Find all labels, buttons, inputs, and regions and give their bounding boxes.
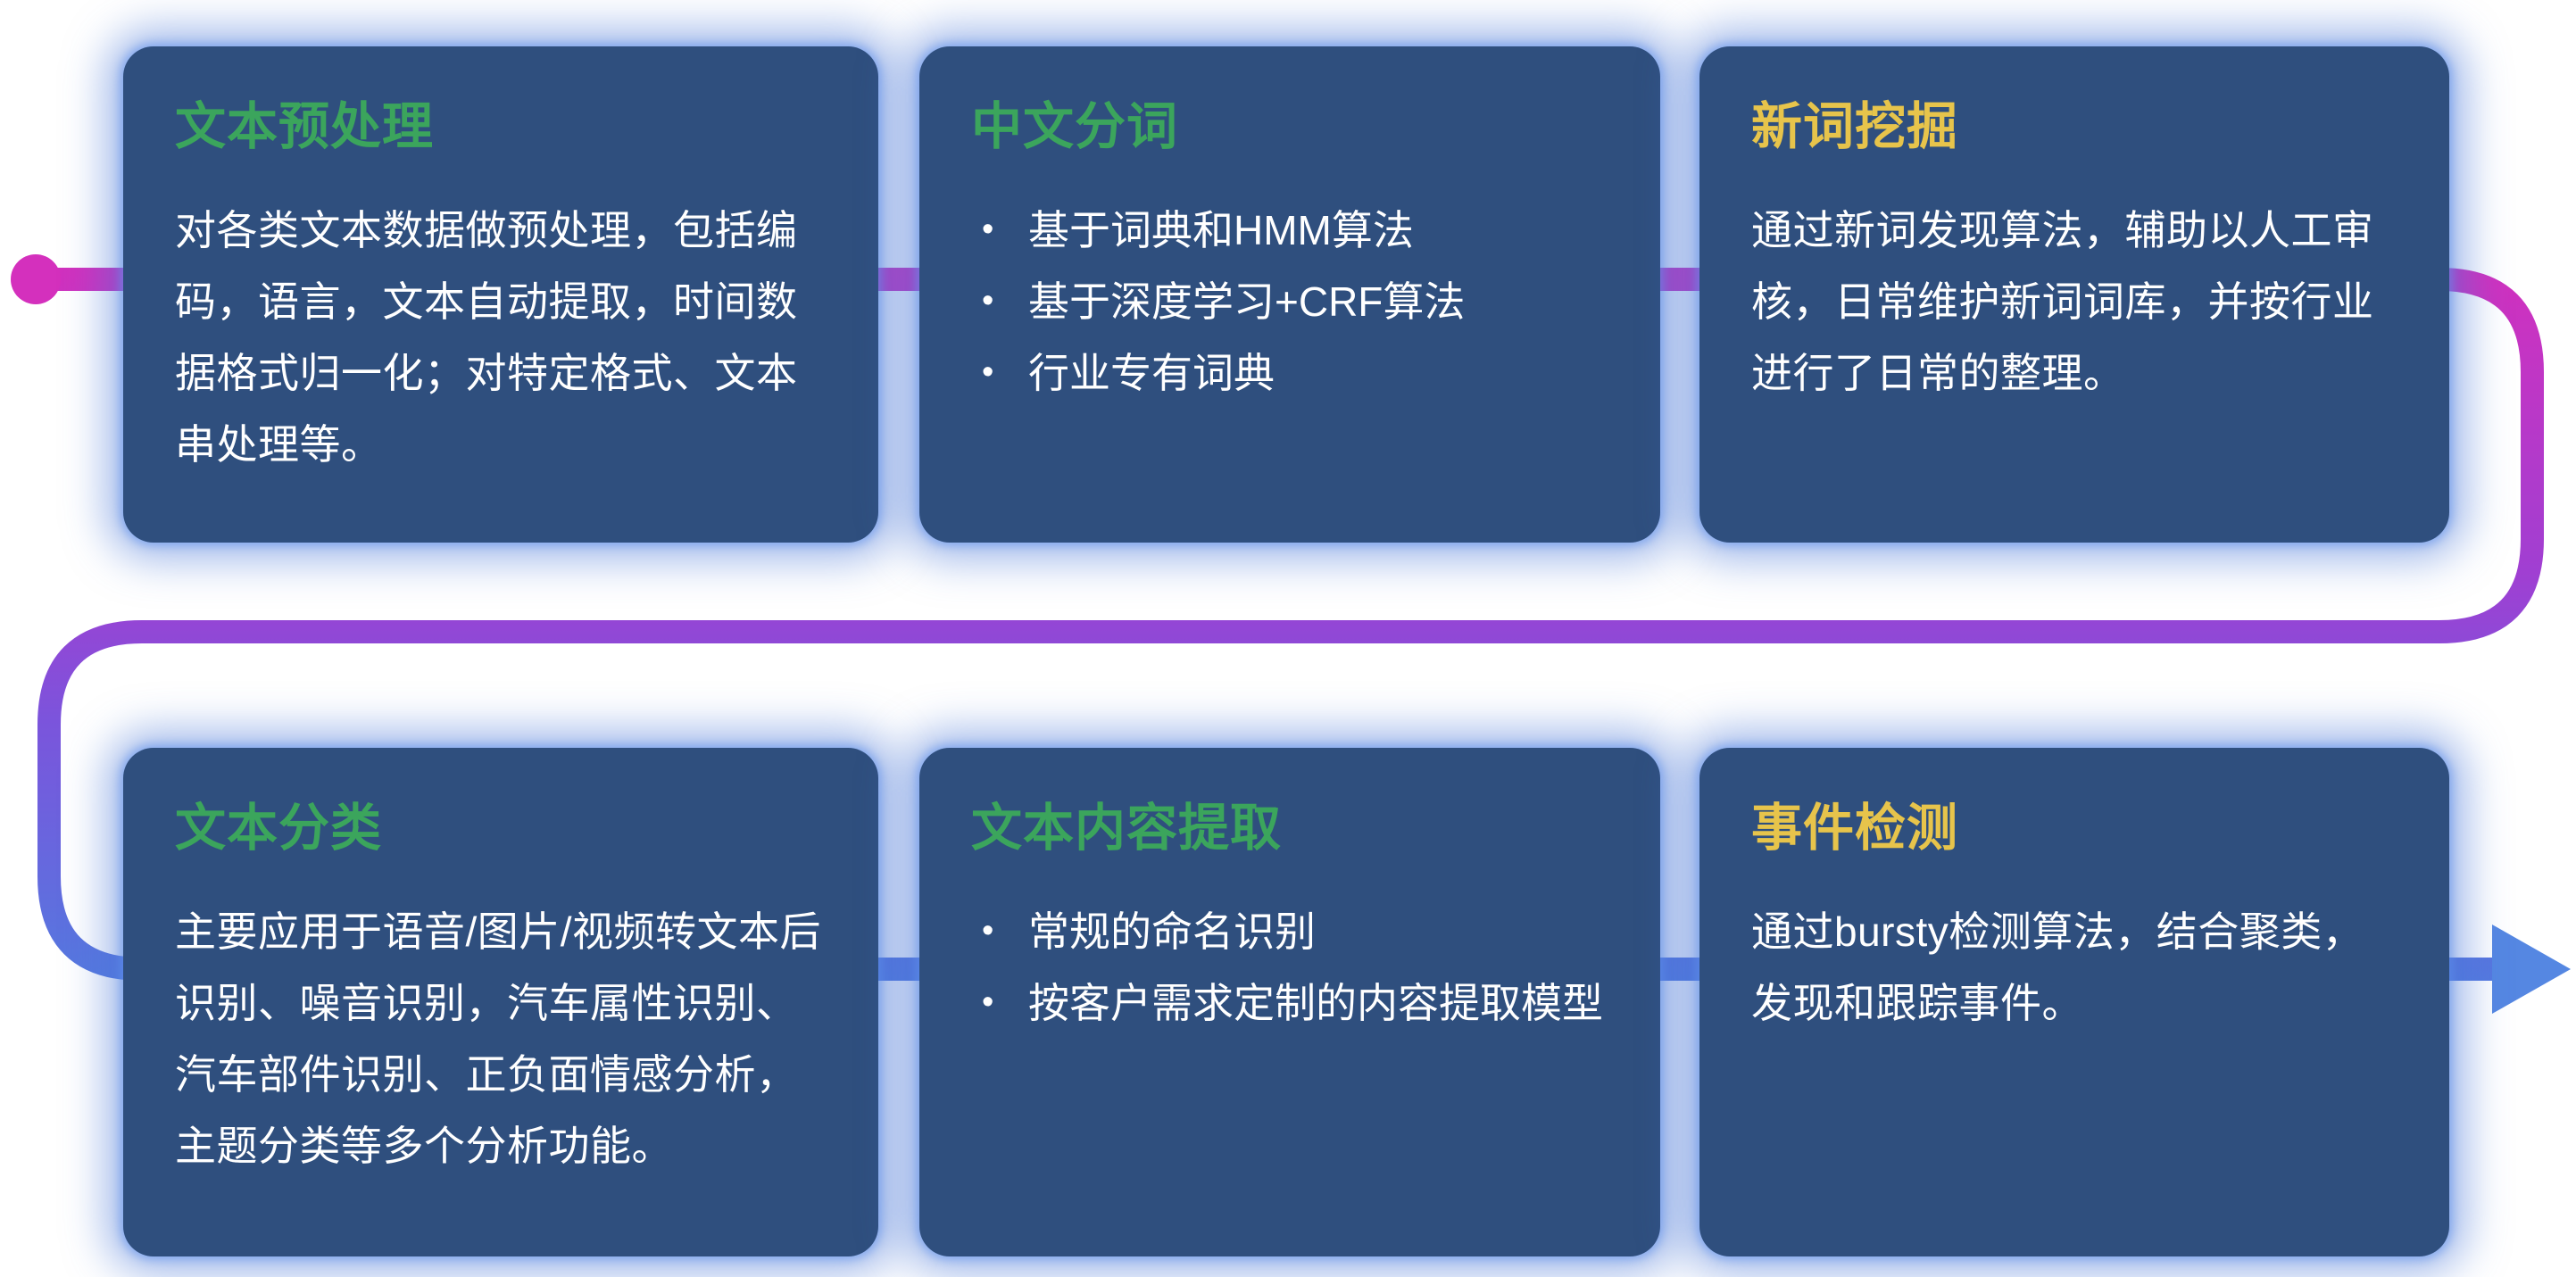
- card-body: 主要应用于语音/图片/视频转文本后识别、噪音识别，汽车属性识别、汽车部件识别、正…: [175, 908, 822, 1170]
- bullet-text: 常规的命名识别: [1028, 908, 1316, 956]
- card-body: 通过bursty检测算法，结合聚类，发现和跟踪事件。: [1751, 908, 2364, 1027]
- bullet-text: 基于词典和HMM算法: [1028, 207, 1414, 254]
- bullet-item: • 行业专有词典: [971, 337, 1608, 409]
- card-text-classification: 文本分类 主要应用于语音/图片/视频转文本后识别、噪音识别，汽车属性识别、汽车部…: [123, 748, 878, 1256]
- bullet-icon: •: [982, 912, 994, 950]
- card-title: 新词挖掘: [1751, 98, 1958, 155]
- flow-arrowhead-icon: [2492, 925, 2571, 1014]
- card-title: 中文分词: [971, 98, 1178, 155]
- bullet-item: • 按客户需求定制的内容提取模型: [971, 967, 1608, 1039]
- bullet-list: • 常规的命名识别 • 按客户需求定制的内容提取模型: [971, 896, 1608, 1039]
- card-new-word-mining: 新词挖掘 通过新词发现算法，辅助以人工审核，日常维护新词词库，并按行业进行了日常…: [1699, 46, 2449, 543]
- card-title: 文本内容提取: [971, 800, 1282, 857]
- card-body: 通过新词发现算法，辅助以人工审核，日常维护新词词库，并按行业进行了日常的整理。: [1751, 207, 2374, 397]
- flow-path: [37, 268, 2544, 981]
- bullet-list: • 基于词典和HMM算法 • 基于深度学习+CRF算法 • 行业专有词典: [971, 195, 1608, 409]
- bullet-item: • 常规的命名识别: [971, 896, 1608, 967]
- card-title: 事件检测: [1751, 800, 1958, 857]
- card-text-content-extraction: 文本内容提取 • 常规的命名识别 • 按客户需求定制的内容提取模型: [919, 748, 1660, 1256]
- flow-start-dot: [11, 254, 61, 304]
- card-event-detection: 事件检测 通过bursty检测算法，结合聚类，发现和跟踪事件。: [1699, 748, 2449, 1256]
- bullet-text: 按客户需求定制的内容提取模型: [1028, 980, 1603, 1027]
- card-text-preprocessing: 文本预处理 对各类文本数据做预处理，包括编码，语言，文本自动提取，时间数据格式归…: [123, 46, 878, 543]
- card-body: 对各类文本数据做预处理，包括编码，语言，文本自动提取，时间数据格式归一化；对特定…: [175, 207, 798, 469]
- bullet-text: 基于深度学习+CRF算法: [1028, 278, 1466, 326]
- bullet-icon: •: [982, 211, 994, 249]
- bullet-item: • 基于词典和HMM算法: [971, 195, 1608, 266]
- bullet-icon: •: [982, 282, 994, 320]
- bullet-icon: •: [982, 353, 994, 392]
- bullet-icon: •: [982, 983, 994, 1022]
- card-chinese-word-segmentation: 中文分词 • 基于词典和HMM算法 • 基于深度学习+CRF算法 • 行业专有词…: [919, 46, 1660, 543]
- bullet-item: • 基于深度学习+CRF算法: [971, 266, 1608, 337]
- card-title: 文本分类: [175, 800, 382, 857]
- card-title: 文本预处理: [175, 98, 434, 155]
- bullet-text: 行业专有词典: [1028, 350, 1275, 397]
